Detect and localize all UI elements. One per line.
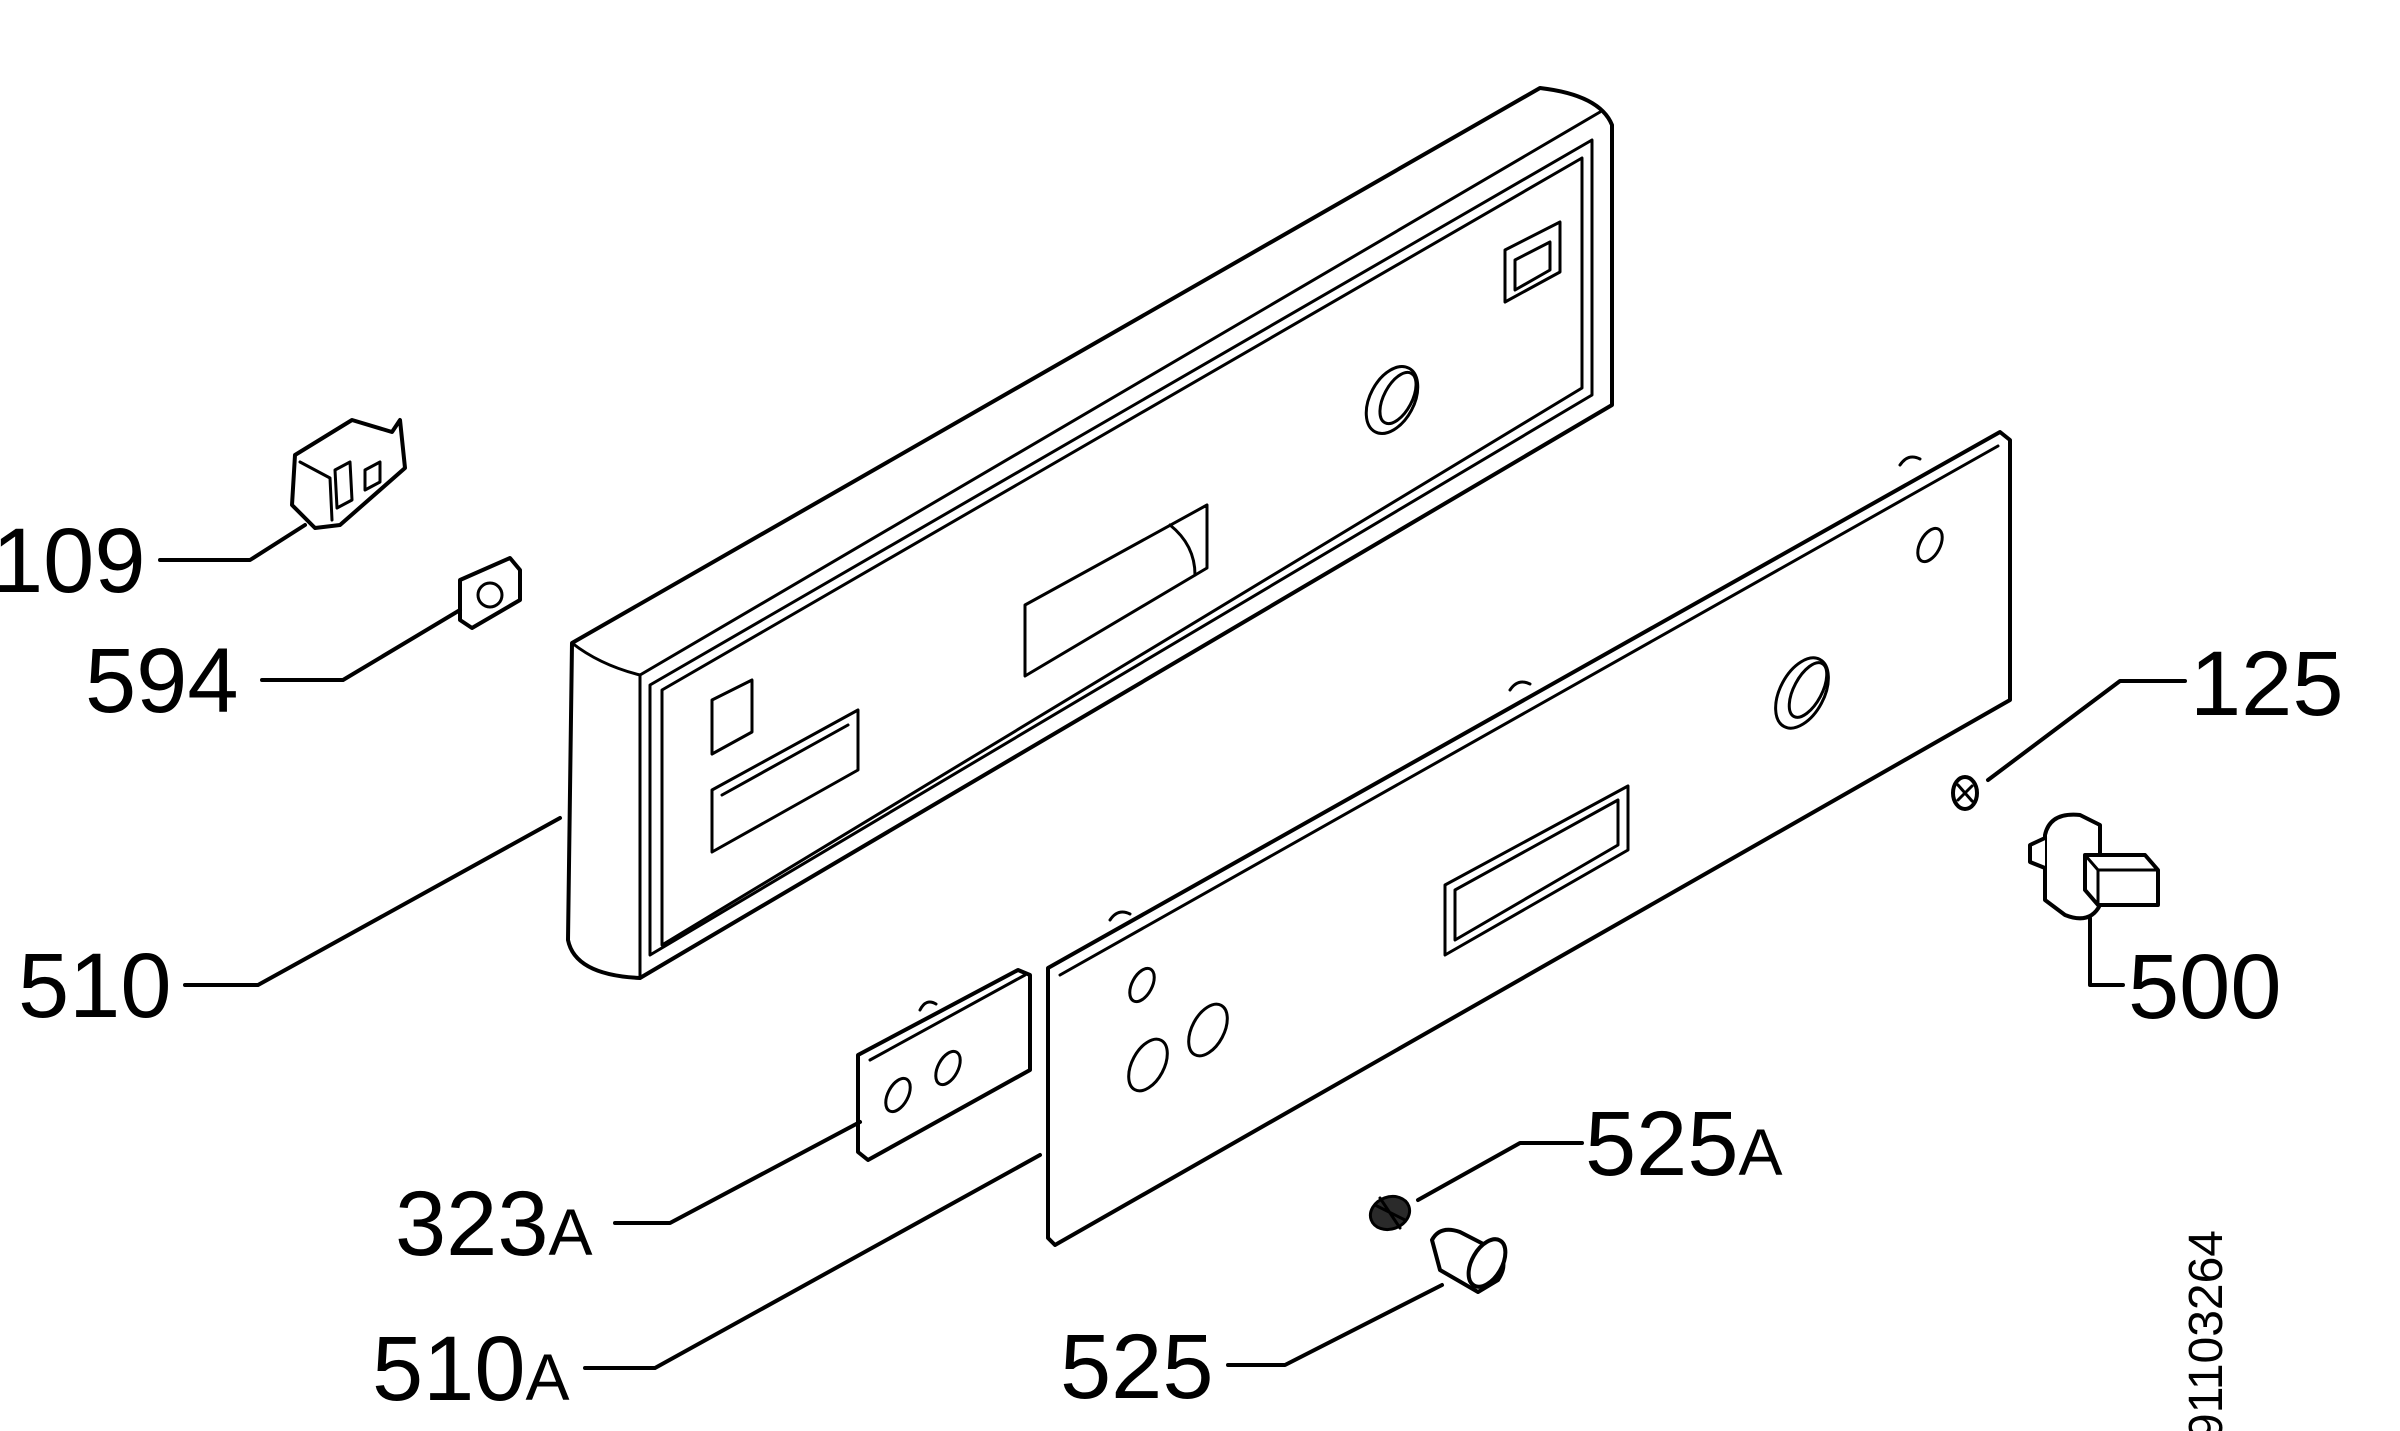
leader-109 — [158, 523, 307, 562]
leader-510a — [583, 1153, 1042, 1370]
leader-323a — [613, 1120, 862, 1225]
part-109-clip — [290, 418, 407, 530]
leader-510 — [183, 816, 562, 987]
callout-labels: 109 594 510 323A 510A 125 500 525A 525 9… — [0, 510, 2344, 1431]
callout-594: 594 — [85, 630, 239, 732]
part-510a-front-fascia — [1046, 430, 2012, 1247]
part-525a-gear — [1368, 1194, 1412, 1232]
callout-323a: 323A — [395, 1173, 593, 1275]
leader-525 — [1226, 1283, 1444, 1367]
leader-525a — [1416, 1141, 1584, 1202]
callout-109: 109 — [0, 510, 146, 612]
part-594-nut — [458, 556, 522, 630]
callout-500: 500 — [2128, 936, 2282, 1038]
leader-125 — [1986, 679, 2187, 782]
callout-125: 125 — [2190, 633, 2344, 735]
part-500-knob — [2028, 812, 2160, 921]
leader-500 — [2088, 916, 2125, 987]
leader-lines — [158, 523, 2187, 1370]
callout-525a: 525A — [1585, 1093, 1783, 1195]
part-525-button-cap — [1430, 1227, 1508, 1294]
drawing-number: 91103264 — [2180, 1230, 2233, 1431]
leader-594 — [260, 608, 462, 682]
callout-510a: 510A — [372, 1318, 570, 1420]
part-510-control-panel-frame — [566, 86, 1614, 980]
part-323a-button-plate — [856, 968, 1032, 1162]
part-125-ring — [1951, 775, 1979, 811]
callout-525: 525 — [1060, 1316, 1214, 1418]
callout-510: 510 — [18, 935, 172, 1037]
